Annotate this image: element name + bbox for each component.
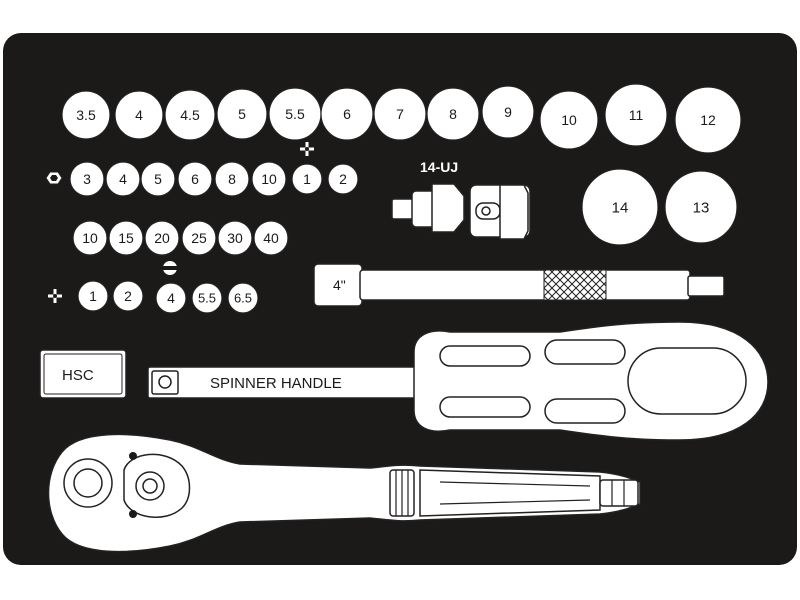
pozi-bit-0-label: 1 <box>89 288 97 304</box>
socket-4-label: 5.5 <box>285 106 305 122</box>
hex-bit-3-label: 6 <box>191 171 199 187</box>
torx-bit-1-label: 15 <box>118 230 134 246</box>
torx-bit-5: 40 <box>253 220 289 256</box>
hex-bit-5-label: 10 <box>261 171 277 187</box>
slot-bit-2: 6.5 <box>227 282 259 314</box>
pozi-bit-1: 2 <box>112 280 144 312</box>
hex-bit-2-label: 5 <box>154 171 162 187</box>
hsc-label: HSC <box>62 367 94 384</box>
socket-6: 7 <box>373 87 427 141</box>
socket-10: 11 <box>604 83 668 147</box>
socket-3: 5 <box>216 88 268 140</box>
socket-large-0: 14 <box>581 168 659 246</box>
socket-0: 3.5 <box>61 90 111 140</box>
spinner-drive-hole <box>158 375 172 389</box>
socket-8-label: 9 <box>504 104 512 120</box>
socket-7: 8 <box>426 87 480 141</box>
socket-8: 9 <box>481 85 535 139</box>
hex-bit-4-label: 8 <box>228 171 236 187</box>
socket-10-label: 11 <box>629 107 644 123</box>
socket-5-label: 6 <box>343 106 351 122</box>
hex-bit-0: 3 <box>69 161 105 197</box>
torx-bit-2: 20 <box>144 220 180 256</box>
hsc-holder <box>39 349 127 399</box>
socket-2-label: 4.5 <box>180 107 200 123</box>
torx-bit-3-label: 25 <box>191 230 207 246</box>
pozidriv-icon <box>48 289 62 303</box>
phillips-bit-1: 2 <box>327 163 359 195</box>
hex-bit-1-label: 4 <box>119 171 127 187</box>
socket-large-0-label: 14 <box>612 199 629 216</box>
spinner-handle <box>147 321 769 441</box>
slotted-icon <box>163 261 177 275</box>
pozi-bit-1-label: 2 <box>124 288 132 304</box>
pozi-bit-0: 1 <box>77 280 109 312</box>
socket-5: 6 <box>320 87 374 141</box>
socket-1-label: 4 <box>135 107 143 123</box>
hex-bit-1: 4 <box>105 161 141 197</box>
hex-bit-0-label: 3 <box>83 171 91 187</box>
socket-7-label: 8 <box>449 106 457 122</box>
extension-knurl <box>543 269 607 301</box>
slot-bit-0-label: 4 <box>167 290 175 306</box>
socket-1: 4 <box>114 90 164 140</box>
torx-bit-2-label: 20 <box>154 230 170 246</box>
socket-large-1-label: 13 <box>693 199 710 216</box>
hex-bit-2: 5 <box>140 161 176 197</box>
socket-0-label: 3.5 <box>76 107 96 123</box>
torx-bit-5-label: 40 <box>263 230 279 246</box>
spinner-handle-label: SPINNER HANDLE <box>210 375 342 392</box>
socket-large-1: 13 <box>664 170 738 244</box>
socket-2: 4.5 <box>164 89 216 141</box>
ratchet-grip-lines <box>395 470 625 516</box>
phillips-bit-1-label: 2 <box>339 171 347 187</box>
extension-bar <box>313 263 725 307</box>
torx-bit-0-label: 10 <box>82 230 98 246</box>
socket-9: 10 <box>539 90 599 150</box>
torx-bit-0: 10 <box>72 220 108 256</box>
socket-9-label: 10 <box>561 112 577 128</box>
torx-bit-4-label: 30 <box>227 230 243 246</box>
torx-bit-1: 15 <box>108 220 144 256</box>
phillips-bit-0-label: 1 <box>303 171 311 187</box>
torx-bit-3: 25 <box>181 220 217 256</box>
universal-joint <box>391 183 531 240</box>
socket-3-label: 5 <box>238 106 246 122</box>
hex-bit-4: 8 <box>214 161 250 197</box>
universal-joint-label: 14-UJ <box>420 159 458 175</box>
slot-bit-2-label: 6.5 <box>234 291 252 306</box>
slot-bit-1: 5.5 <box>191 282 223 314</box>
socket-11: 12 <box>674 86 742 154</box>
hex-bit-3: 6 <box>177 161 213 197</box>
slot-bit-0: 4 <box>155 282 187 314</box>
ratchet-dots <box>129 452 137 518</box>
socket-4: 5.5 <box>268 87 322 141</box>
phillips-icon <box>299 141 315 157</box>
slot-bit-1-label: 5.5 <box>198 291 216 306</box>
torx-bit-4: 30 <box>217 220 253 256</box>
extension-label: 4" <box>333 277 346 293</box>
hex-bit-5: 10 <box>251 161 287 197</box>
socket-11-label: 12 <box>700 112 716 128</box>
hexagon-icon <box>45 171 63 185</box>
socket-6-label: 7 <box>396 106 404 122</box>
phillips-bit-0: 1 <box>291 163 323 195</box>
